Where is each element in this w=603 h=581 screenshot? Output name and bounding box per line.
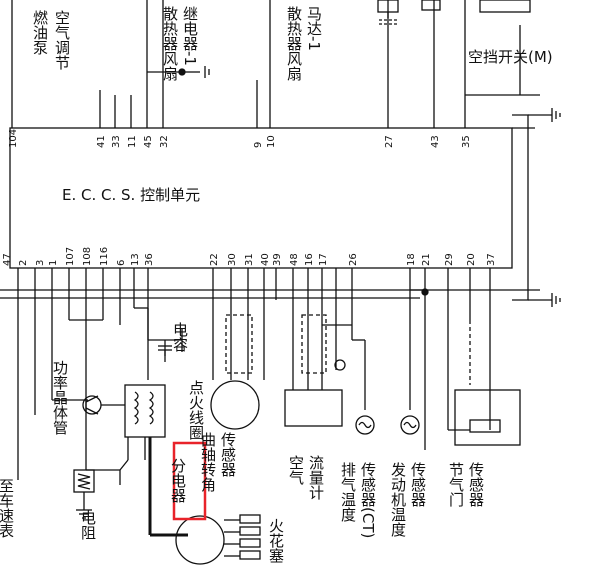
fan-relay-label-1: 散热器风扇 — [161, 6, 179, 81]
fan-motor-label-2: 马达-1 — [305, 6, 323, 51]
pin-number: 37 — [486, 253, 497, 266]
exhaust-temp-label-1: 排气温度 — [339, 462, 357, 522]
throttle-sensor-label-2: 传感器 — [467, 462, 485, 507]
fuel-pump-label: 燃油泵 — [31, 9, 49, 55]
ecu-box — [9, 127, 513, 269]
distributor-highlight-box — [172, 441, 207, 521]
pin-number: 32 — [159, 135, 170, 148]
pin-number: 39 — [272, 253, 283, 266]
pin-number: 18 — [406, 253, 417, 266]
pin-number: 1 — [48, 260, 59, 266]
pin-number: 45 — [143, 135, 154, 148]
pin-number: 17 — [318, 253, 329, 266]
vehicle-speed-label: 至车速表 — [0, 478, 15, 538]
ecu-title: E. C. C. S. 控制单元 — [62, 186, 200, 204]
pin-number: 10 — [266, 135, 277, 148]
ac-regulator-label: 空气调节 — [53, 10, 71, 70]
pin-number: 40 — [260, 253, 271, 266]
crank-sensor-label-2: 传感器 — [219, 432, 237, 477]
airflow-meter-label-1: 空气 — [287, 455, 305, 485]
pin-number: 47 — [2, 253, 13, 266]
pin-number: 33 — [111, 135, 122, 148]
pin-number: 21 — [421, 253, 432, 266]
pin-number: 11 — [127, 135, 138, 148]
pin-number: 43 — [430, 135, 441, 148]
pin-number: 48 — [289, 253, 300, 266]
power-transistor-label: 功率晶体管 — [51, 360, 69, 435]
exhaust-temp-label-2: 传感器(CT) — [359, 462, 377, 538]
pin-number: 29 — [444, 253, 455, 266]
pin-number: 26 — [348, 253, 359, 266]
pin-number: 31 — [244, 253, 255, 266]
throttle-sensor-label-1: 节气门 — [447, 462, 465, 508]
pin-number: 2 — [18, 260, 29, 266]
airflow-meter-label-2: 流量计 — [307, 455, 325, 500]
crank-sensor-label-1: 曲轴转角 — [199, 432, 217, 493]
pin-number: 104 — [8, 129, 19, 148]
fan-relay-label-2: 继电器-1 — [181, 6, 199, 66]
pin-number: 30 — [227, 253, 238, 266]
pin-number: 36 — [144, 253, 155, 266]
pin-number: 16 — [304, 253, 315, 266]
pin-number: 3 — [35, 260, 46, 266]
engine-temp-label-1: 发动机温度 — [389, 462, 407, 537]
spark-plug-label: 火花塞 — [267, 518, 285, 563]
pin-number: 13 — [130, 253, 141, 266]
capacitor-label: 电容 — [171, 322, 189, 352]
engine-temp-label-2: 传感器 — [409, 462, 427, 507]
neutral-switch-label: 空挡开关(M) — [468, 48, 553, 66]
distributor-label: 分电器 — [169, 458, 187, 503]
pin-number: 35 — [461, 135, 472, 148]
pin-number: 6 — [116, 260, 127, 266]
ground-frame — [512, 114, 529, 301]
pin-number: 20 — [466, 253, 477, 266]
wiring-lines — [0, 0, 561, 565]
pin-number: 27 — [384, 135, 395, 148]
pin-number: 108 — [82, 247, 93, 266]
pin-number: 116 — [99, 247, 110, 266]
pin-number: 41 — [96, 135, 107, 148]
pin-number: 9 — [253, 142, 264, 148]
pin-number: 107 — [65, 247, 76, 266]
fan-motor-label-1: 散热器风扇 — [285, 6, 303, 81]
pin-number: 22 — [209, 253, 220, 266]
ignition-coil-label: 点火线圈 — [187, 380, 205, 440]
resistor-label: 电阻 — [79, 510, 97, 540]
